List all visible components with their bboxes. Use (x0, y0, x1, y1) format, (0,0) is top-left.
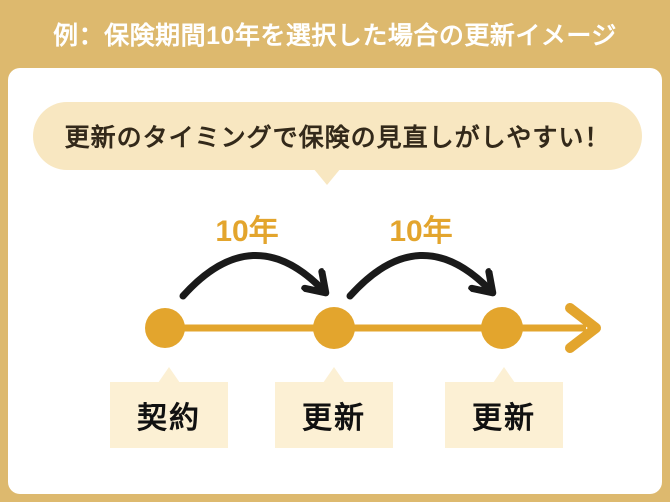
span-arrow-2-icon (346, 252, 490, 300)
milestone-label: 更新 (302, 402, 366, 435)
milestone-box-renewal-2: 更新 (445, 367, 563, 448)
milestone-box-contract: 契約 (110, 367, 228, 448)
timeline-graphic (145, 252, 601, 353)
milestone-tail-icon (158, 367, 180, 383)
milestone-tail-icon (323, 367, 345, 383)
span-arrow-1-icon (179, 252, 323, 300)
timeline-dot-2 (313, 307, 355, 349)
interval-label-2: 10年 (389, 215, 453, 248)
callout-text: 更新のタイミングで保険の見直しがしやすい！ (64, 124, 611, 152)
content-card: 更新のタイミングで保険の見直しがしやすい！ 10年 10年 (8, 68, 662, 494)
milestone-tail-icon (493, 367, 515, 383)
timeline-dot-3 (481, 307, 523, 349)
header-title: 例：保険期間10年を選択した場合の更新イメージ (53, 22, 617, 50)
milestone-box-renewal-1: 更新 (275, 367, 393, 448)
timeline-dot-1 (145, 308, 185, 348)
header-bar: 例：保険期間10年を選択した場合の更新イメージ (0, 0, 670, 68)
interval-label-1: 10年 (215, 215, 279, 248)
callout-bubble: 更新のタイミングで保険の見直しがしやすい！ (33, 102, 642, 170)
milestone-label: 更新 (472, 402, 536, 435)
milestone-label: 契約 (137, 402, 201, 435)
timeline-arrowhead-icon (565, 303, 601, 353)
callout-bubble-tail (313, 168, 341, 185)
